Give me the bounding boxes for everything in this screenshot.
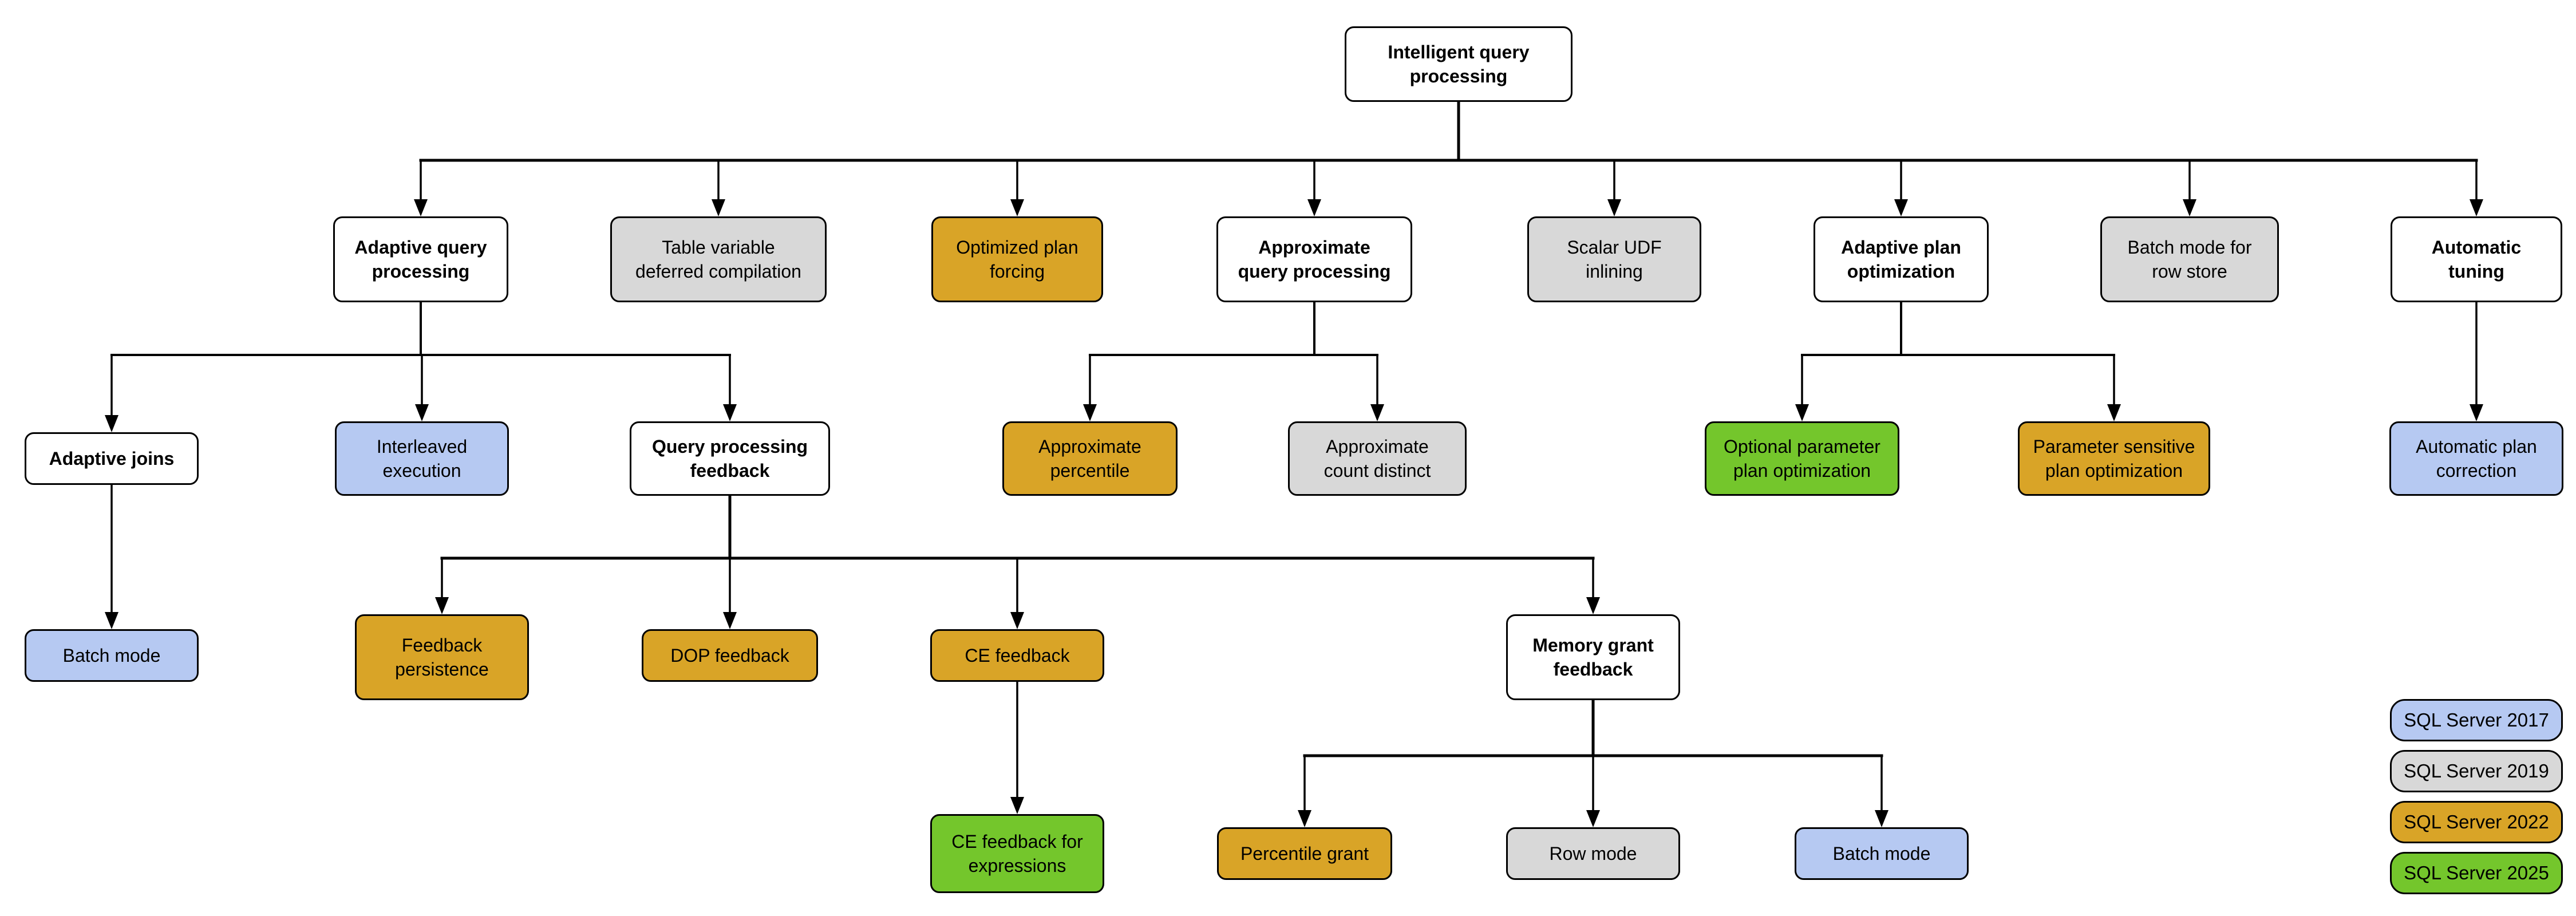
legend-item-sql-server-2019: SQL Server 2019 <box>2390 750 2563 792</box>
arrowhead-icon <box>1010 797 1024 814</box>
node-approximate-percentile: Approximate percentile <box>1002 421 1178 496</box>
node-adaptive-plan-optimization: Adaptive plan optimization <box>1814 216 1989 302</box>
legend-item-sql-server-2017: SQL Server 2017 <box>2390 699 2563 741</box>
arrowhead-icon <box>105 415 118 432</box>
node-batch-mode-adaptive-joins: Batch mode <box>25 629 199 682</box>
arrowhead-icon <box>1010 199 1024 216</box>
arrowhead-icon <box>2107 404 2121 421</box>
arrowhead-icon <box>1370 404 1384 421</box>
node-ce-feedback-for-expressions: CE feedback for expressions <box>930 814 1104 893</box>
arrowhead-icon <box>414 199 428 216</box>
arrowhead-icon <box>1298 810 1311 827</box>
arrowhead-icon <box>1607 199 1621 216</box>
arrowhead-icon <box>1586 810 1600 827</box>
node-batch-mode-for-row-store: Batch mode for row store <box>2100 216 2279 302</box>
arrowhead-icon <box>1083 404 1097 421</box>
node-approximate-query-processing: Approximate query processing <box>1216 216 1412 302</box>
node-intelligent-query-processing: Intelligent query processing <box>1345 26 1573 102</box>
arrowhead-icon <box>415 404 429 421</box>
node-dop-feedback: DOP feedback <box>642 629 818 682</box>
node-optimized-plan-forcing: Optimized plan forcing <box>931 216 1103 302</box>
arrowhead-icon <box>723 404 737 421</box>
node-feedback-persistence: Feedback persistence <box>355 614 529 700</box>
node-row-mode: Row mode <box>1506 827 1680 880</box>
node-approximate-count-distinct: Approximate count distinct <box>1288 421 1467 496</box>
legend-item-sql-server-2022: SQL Server 2022 <box>2390 801 2563 843</box>
node-automatic-tuning: Automatic tuning <box>2391 216 2562 302</box>
node-adaptive-query-processing: Adaptive query processing <box>333 216 508 302</box>
arrowhead-icon <box>712 199 725 216</box>
arrowhead-icon <box>105 612 118 629</box>
arrowhead-icon <box>435 597 449 614</box>
arrowhead-icon <box>2183 199 2196 216</box>
node-memory-grant-feedback: Memory grant feedback <box>1506 614 1680 700</box>
arrowhead-icon <box>1894 199 1908 216</box>
arrowhead-icon <box>723 612 737 629</box>
node-interleaved-execution: Interleaved execution <box>335 421 509 496</box>
arrowhead-icon <box>1307 199 1321 216</box>
arrowhead-icon <box>1875 810 1888 827</box>
node-optional-parameter-plan-optimization: Optional parameter plan optimization <box>1705 421 1899 496</box>
legend-item-sql-server-2025: SQL Server 2025 <box>2390 852 2563 894</box>
arrowhead-icon <box>1010 612 1024 629</box>
node-batch-mode-memory-grant: Batch mode <box>1795 827 1969 880</box>
node-percentile-grant: Percentile grant <box>1217 827 1392 880</box>
node-parameter-sensitive-plan-optimization: Parameter sensitive plan optimization <box>2018 421 2210 496</box>
node-scalar-udf-inlining: Scalar UDF inlining <box>1527 216 1701 302</box>
node-automatic-plan-correction: Automatic plan correction <box>2389 421 2563 496</box>
arrowhead-icon <box>1586 597 1600 614</box>
arrowhead-icon <box>1795 404 1809 421</box>
node-adaptive-joins: Adaptive joins <box>25 432 199 485</box>
node-table-variable-deferred-compilation: Table variable deferred compilation <box>610 216 827 302</box>
node-query-processing-feedback: Query processing feedback <box>630 421 830 496</box>
arrowhead-icon <box>2470 199 2483 216</box>
node-ce-feedback: CE feedback <box>930 629 1104 682</box>
arrowhead-icon <box>2470 404 2483 421</box>
